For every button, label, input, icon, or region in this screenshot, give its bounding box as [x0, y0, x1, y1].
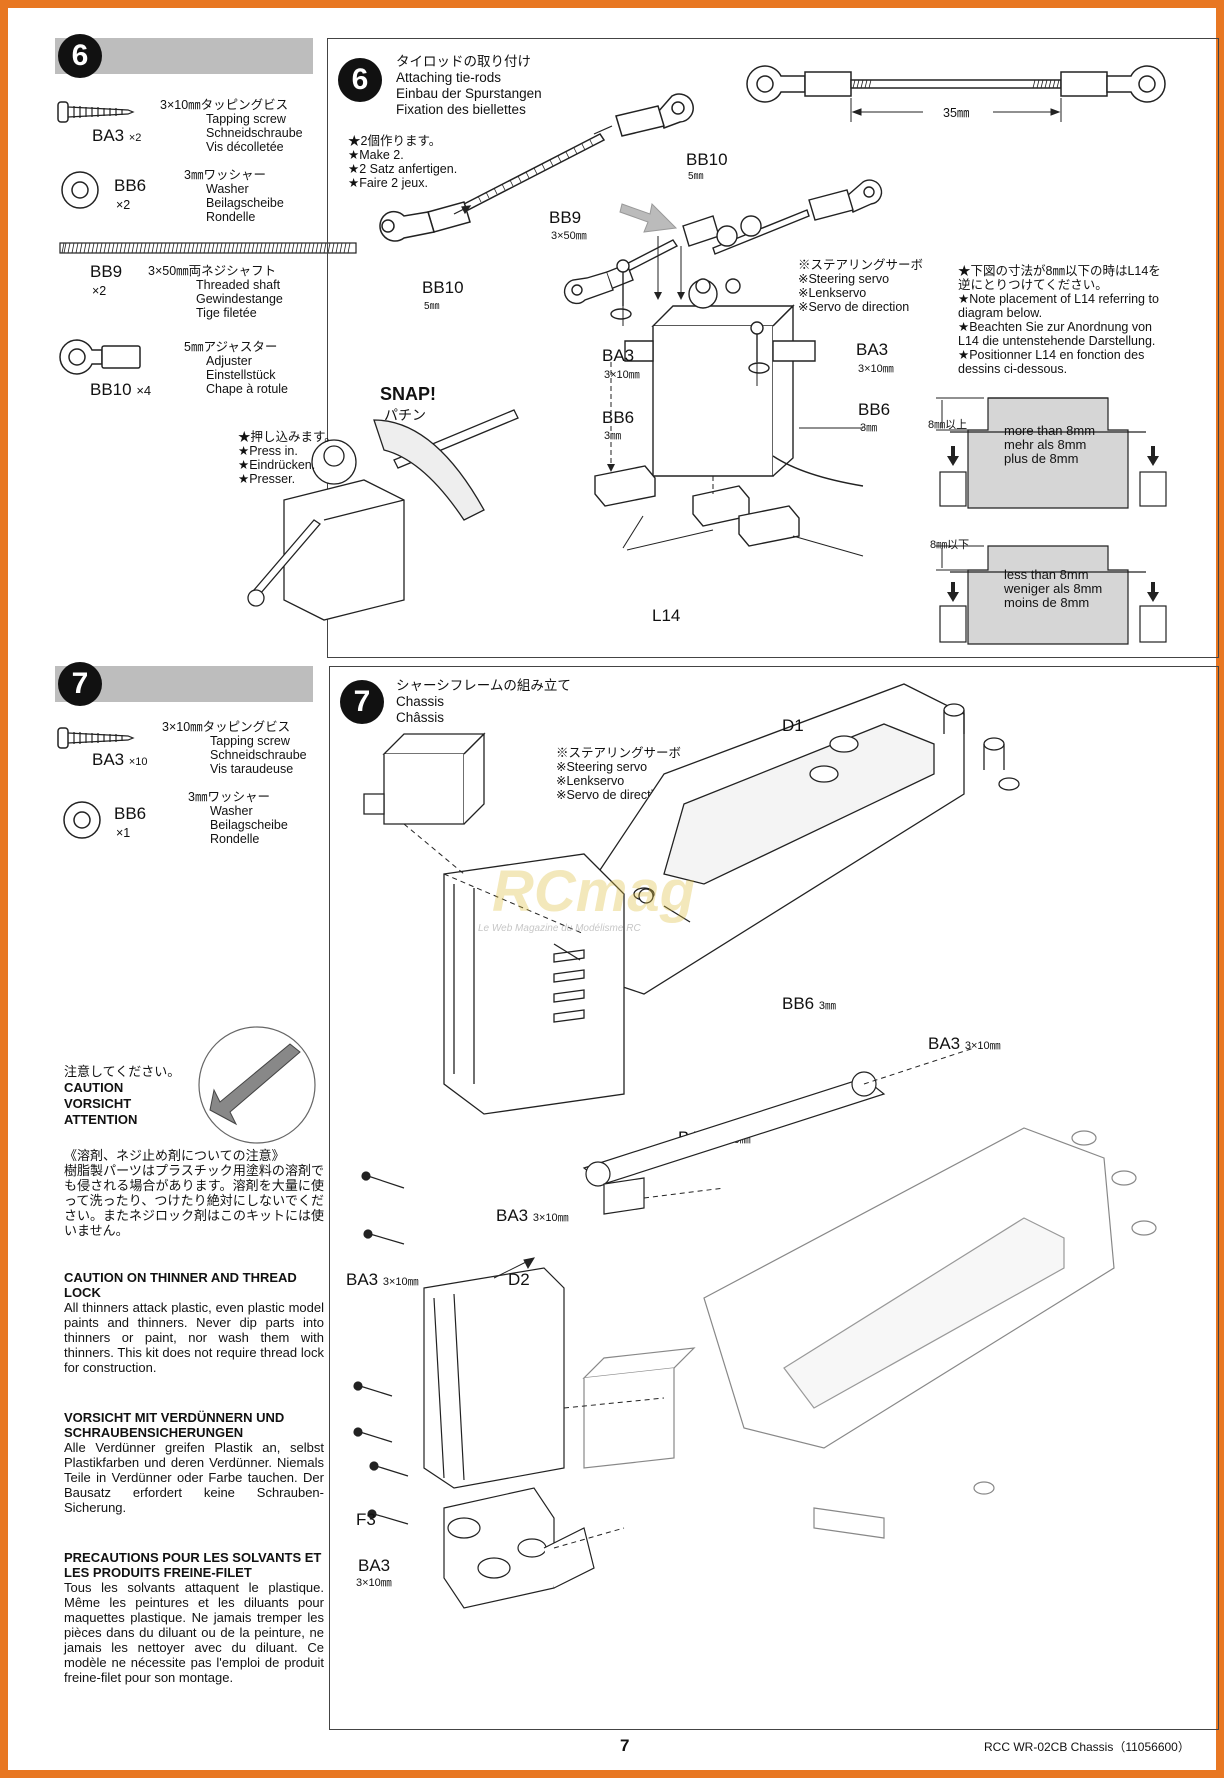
caution-jp: 《溶剤、ネジ止め剤についての注意》 樹脂製パーツはプラスチック用塗料の溶剤でも侵… — [64, 1148, 325, 1238]
step7-ba3-label-e-sub: 3×10㎜ — [356, 1577, 392, 1589]
tapping-screw-icon — [57, 727, 135, 749]
step7-ba3-label-a: BA3 3×10㎜ — [928, 1034, 1001, 1053]
step6-ba3-right-sub: 3×10㎜ — [858, 363, 894, 375]
step6-part-ba3-code: BA3 ×2 — [92, 126, 142, 145]
make-two-note: ★2個作ります。 ★Make 2. ★2 Satz anfertigen. ★F… — [348, 134, 458, 190]
less-than-label: less than 8mm weniger als 8mm moins de 8… — [1004, 567, 1103, 610]
step6-part-bb10-desc: 5㎜アジャスター Adjuster Einstellstück Chape à … — [184, 340, 289, 396]
adjuster-icon — [59, 339, 141, 375]
step7-parts-number: 7 — [58, 662, 102, 706]
watermark-subtitle: Le Web Magazine du Modélisme RC — [478, 923, 641, 934]
step6-ba3-left-sub: 3×10㎜ — [604, 369, 640, 381]
step7-panel — [329, 666, 1219, 1730]
step7-ba3-label-d: BA3 3×10㎜ — [346, 1270, 419, 1289]
step6-part-bb10-code: BB10 ×4 — [90, 380, 152, 399]
d1-label: D1 — [782, 716, 804, 735]
more-dim-label: 8㎜以上 — [928, 419, 968, 431]
caution-en: CAUTION ON THINNER AND THREAD LOCK All t… — [64, 1270, 324, 1375]
washer-icon — [63, 801, 101, 839]
step6-part-ba3-desc: 3×10㎜タッピングビス Tapping screw Schneidschrau… — [160, 98, 303, 154]
threaded-shaft-icon — [59, 242, 357, 254]
step6-part-bb9-desc: 3×50㎜両ネジシャフト Threaded shaft Gewindestang… — [148, 264, 283, 320]
snap-jp-label: パチン — [384, 407, 426, 423]
step6-bb6-left-sub: 3㎜ — [604, 430, 622, 442]
step6-servo-note: ※ステアリングサーボ ※Steering servo ※Lenkservo ※S… — [798, 258, 924, 314]
step7-part-bb6-qty: ×1 — [116, 826, 131, 840]
direction-arrow-icon — [619, 202, 678, 233]
step6-number: 6 — [338, 58, 382, 102]
f3-label: F3 — [356, 1510, 376, 1529]
step7-servo-note: ※ステアリングサーボ ※Steering servo ※Lenkservo ※S… — [556, 746, 682, 802]
caution-heading: 注意してください。 CAUTION VORSICHT ATTENTION — [64, 1064, 181, 1127]
watermark-logo: RCmag — [492, 859, 696, 924]
footer-reference: RCC WR-02CB Chassis（11056600） — [984, 1740, 1190, 1754]
step7-part-bb6-code: BB6 — [114, 804, 147, 823]
step6-part-bb9-code: BB9 — [90, 262, 123, 281]
step7-number: 7 — [340, 680, 384, 724]
step6-bb6-right-sub: 3㎜ — [860, 422, 878, 434]
step6-bb6-right: BB6 — [858, 400, 891, 419]
step6-part-bb6-desc: 3㎜ワッシャー Washer Beilagscheibe Rondelle — [184, 168, 284, 224]
more-than-8mm-diagram — [936, 397, 1167, 509]
servo-tie-rod-assembly-icon — [563, 179, 883, 557]
more-than-label: more than 8mm mehr als 8mm plus de 8mm — [1004, 423, 1096, 466]
step6-panel — [327, 38, 1219, 658]
caution-fr: PRECAUTIONS POUR LES SOLVANTS ET LES PRO… — [64, 1550, 324, 1685]
step7-bb6-label: BB6 3㎜ — [782, 994, 836, 1013]
assembled-tie-rod-icon — [746, 65, 1166, 122]
less-than-8mm-diagram — [936, 545, 1167, 645]
caution-arrow-icon — [198, 1026, 316, 1144]
step6-parts-number: 6 — [58, 34, 102, 78]
caution-de: VORSICHT MIT VERDÜNNERN UND SCHRAUBENSIC… — [64, 1410, 324, 1515]
step6-bb6-left: BB6 — [602, 408, 635, 427]
step6-ba3-right: BA3 — [856, 340, 889, 359]
bb10-top-label: BB10 — [686, 150, 728, 169]
page-number: 7 — [620, 1736, 630, 1755]
step6-part-bb9-qty: ×2 — [92, 284, 107, 298]
step7-title: シャーシフレームの組み立て Chassis Châssis — [396, 678, 571, 725]
bb10-top-sub: 5㎜ — [688, 171, 704, 182]
bb9-label: BB9 — [549, 208, 582, 227]
bb9-sub: 3×50㎜ — [551, 230, 587, 242]
bb10-left-sub: 5㎜ — [424, 301, 440, 312]
chassis-d1-illustration — [363, 683, 1020, 1115]
step7-part-ba3-desc: 3×10㎜タッピングビス Tapping screw Schneidschrau… — [162, 720, 307, 776]
placement-note: ★下図の寸法が8㎜以下の時はL14を 逆にとりつけてください。 ★Note pl… — [958, 264, 1161, 376]
dimension-35mm: 35㎜ — [943, 106, 970, 120]
step7-ba3-label-e: BA3 — [358, 1556, 391, 1575]
exploded-tie-rod-icon — [379, 93, 694, 242]
l14-label: L14 — [652, 606, 681, 625]
snap-press-illustration — [247, 409, 519, 621]
tapping-screw-icon — [57, 101, 135, 123]
bb10-left-label: BB10 — [422, 278, 464, 297]
step6-ba3-left: BA3 — [602, 346, 635, 365]
step6-part-bb6-code: BB6 — [114, 176, 147, 195]
step6-title: タイロッドの取り付け Attaching tie-rods Einbau der… — [396, 54, 542, 117]
washer-icon — [61, 171, 99, 209]
d2-label: D2 — [508, 1270, 530, 1289]
step7-part-ba3-code: BA3 ×10 — [92, 750, 148, 769]
step7-ba3-label-c: BA3 3×10㎜ — [496, 1206, 569, 1225]
snap-label: SNAP! — [380, 384, 437, 404]
chassis-d2-illustration — [353, 1047, 1157, 1609]
step6-part-bb6-qty: ×2 — [116, 198, 131, 212]
press-note: ★押し込みます。 ★Press in. ★Eindrücken. ★Presse… — [238, 430, 337, 486]
less-dim-label: 8㎜以下 — [930, 539, 970, 551]
step7-part-bb6-desc: 3㎜ワッシャー Washer Beilagscheibe Rondelle — [188, 790, 288, 846]
